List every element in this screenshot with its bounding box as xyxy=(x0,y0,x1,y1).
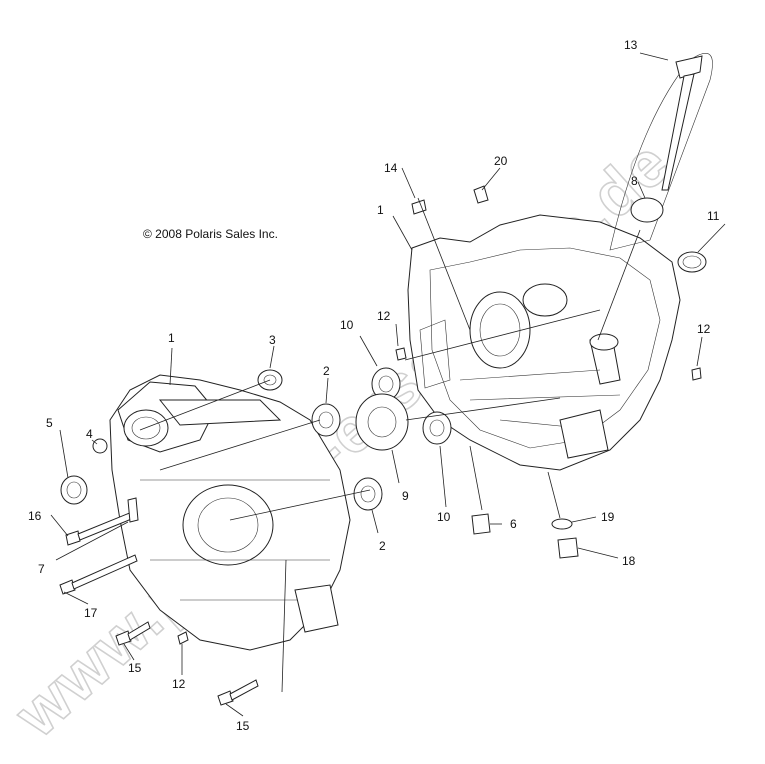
pin-12-right xyxy=(691,367,702,381)
bearing-10-lower xyxy=(422,411,452,445)
callout-15-lower: 15 xyxy=(236,719,250,733)
callout-10-lower: 10 xyxy=(437,510,451,524)
callout-12-top: 12 xyxy=(377,309,391,323)
pin-12-lower xyxy=(177,631,189,645)
bolt-15-lower xyxy=(217,679,259,706)
seal-11 xyxy=(677,251,707,273)
callout-4: 4 xyxy=(86,427,93,441)
bolt-17 xyxy=(59,554,138,595)
callout-15-upper: 15 xyxy=(128,661,142,675)
dowel-pin-20 xyxy=(473,185,489,204)
callout-6: 6 xyxy=(510,517,517,531)
callout-13: 13 xyxy=(624,38,638,52)
pin-7 xyxy=(127,497,139,523)
callout-1-right: 1 xyxy=(377,203,384,217)
callout-labels: 13 14 20 8 11 1 10 12 12 1 3 2 4 5 9 10 … xyxy=(28,38,720,733)
callout-2-upper: 2 xyxy=(323,364,330,378)
bolt-15-upper xyxy=(115,621,151,646)
bearing-2-upper xyxy=(311,403,341,437)
plug-18 xyxy=(557,537,579,559)
callout-17: 17 xyxy=(84,606,98,620)
bearing-9 xyxy=(355,393,409,451)
dipstick-assembly xyxy=(609,53,713,251)
callout-9: 9 xyxy=(402,489,409,503)
plug-5 xyxy=(60,475,88,505)
callout-10-upper: 10 xyxy=(340,318,354,332)
callout-12-lower: 12 xyxy=(172,677,186,691)
leader-lines xyxy=(50,52,726,717)
seal-4 xyxy=(92,438,108,454)
callout-3: 3 xyxy=(269,333,276,347)
callout-16: 16 xyxy=(28,509,42,523)
callout-1-left: 1 xyxy=(168,331,175,345)
copyright-text: © 2008 Polaris Sales Inc. xyxy=(143,227,278,241)
plug-6 xyxy=(471,513,491,535)
callout-11: 11 xyxy=(707,209,720,223)
callout-8: 8 xyxy=(631,174,638,188)
callout-2-lower: 2 xyxy=(379,539,386,553)
callout-7: 7 xyxy=(38,562,45,576)
left-crankcase-half xyxy=(109,374,351,651)
pin-12-top xyxy=(395,347,407,361)
callout-18: 18 xyxy=(622,554,636,568)
callout-20: 20 xyxy=(494,154,508,168)
callout-19: 19 xyxy=(601,510,615,524)
callout-5: 5 xyxy=(46,416,53,430)
washer-19 xyxy=(551,518,573,530)
bearing-2-lower xyxy=(353,477,383,511)
right-crankcase-half xyxy=(407,214,681,471)
callout-12-right: 12 xyxy=(697,322,711,336)
callout-14: 14 xyxy=(384,161,398,175)
